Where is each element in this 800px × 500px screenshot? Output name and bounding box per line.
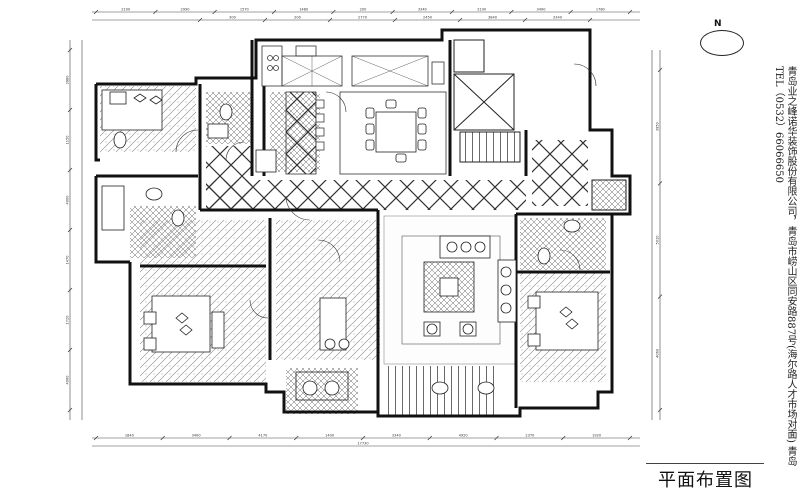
detail-lines bbox=[261, 45, 447, 175]
dim-bottom: 1840 bbox=[125, 434, 134, 438]
company-name: 青岛业之峰诺华装饰股份有限公司，青岛市崂山区同安路887号(海尔路人才市场对面) bbox=[785, 66, 796, 443]
dimension-labels: 2190 2990 1570 1480 200 3340 2190 3490 1780 300 20… bbox=[66, 8, 660, 446]
dim-right: 5010 bbox=[656, 236, 660, 245]
dimension-tick bbox=[509, 9, 514, 15]
title-block: 平面布置图 bbox=[646, 463, 764, 491]
dim-right: 4060 bbox=[656, 349, 660, 358]
dimension-tick bbox=[67, 287, 73, 293]
dimension-tick bbox=[457, 17, 463, 23]
dim-top-outer: 2190 bbox=[477, 8, 486, 12]
corridor-floor bbox=[206, 180, 526, 210]
dimension-tick bbox=[67, 47, 73, 53]
dimension-tick bbox=[93, 9, 99, 15]
dimension-tick bbox=[212, 9, 217, 15]
dimension-tick bbox=[587, 17, 593, 23]
dimension-tick bbox=[568, 9, 573, 15]
dimension-tick bbox=[227, 435, 232, 441]
city-name: 青岛 bbox=[785, 446, 796, 467]
dimension-tick bbox=[627, 435, 633, 441]
dim-top-outer: 2190 bbox=[121, 8, 130, 12]
dimension-tick bbox=[294, 435, 299, 441]
dimension-tick bbox=[271, 9, 277, 15]
dim-left: 3980 bbox=[66, 76, 70, 85]
dimension-tick bbox=[67, 107, 73, 113]
dining-table bbox=[365, 99, 427, 163]
dim-top-inner: 200 bbox=[294, 16, 301, 20]
dimension-tick bbox=[327, 17, 333, 23]
telephone: TEL（0532）66066650 bbox=[773, 66, 784, 183]
dim-left: 1720 bbox=[66, 316, 70, 325]
dim-left: 4060 bbox=[66, 376, 70, 385]
dimension-tick bbox=[494, 435, 499, 441]
dim-top-inner: 2450 bbox=[423, 16, 432, 20]
dimension-ticks bbox=[67, 9, 663, 441]
dim-top-inner: 3340 bbox=[553, 16, 562, 20]
dim-left: 1150 bbox=[66, 136, 70, 145]
dimension-tick bbox=[67, 407, 73, 413]
dimension-tick bbox=[657, 67, 663, 73]
dimension-tick bbox=[197, 17, 203, 23]
dimension-tick bbox=[67, 347, 73, 353]
dimension-tick bbox=[627, 9, 633, 15]
dim-top-outer: 1780 bbox=[596, 8, 605, 12]
dimension-tick bbox=[67, 227, 73, 233]
dim-top-outer: 1570 bbox=[240, 8, 249, 12]
dim-top-outer: 1480 bbox=[299, 8, 308, 12]
dim-top-outer: 2990 bbox=[181, 8, 190, 12]
dim-bottom: 4920 bbox=[459, 434, 468, 438]
bathroom-fixtures bbox=[101, 103, 581, 401]
dim-bottom: 1920 bbox=[592, 434, 601, 438]
dimension-tick bbox=[561, 435, 566, 441]
dimension-tick bbox=[67, 167, 73, 173]
walls bbox=[94, 28, 632, 418]
dim-bottom: 2370 bbox=[525, 434, 534, 438]
north-ellipse bbox=[700, 30, 744, 56]
dimension-tick bbox=[262, 17, 268, 23]
beds bbox=[101, 89, 599, 353]
dim-top-outer: 200 bbox=[360, 8, 367, 12]
dimension-tick bbox=[93, 435, 99, 441]
dim-right: 3950 bbox=[656, 122, 660, 131]
doors bbox=[175, 63, 597, 319]
dimension-tick bbox=[392, 17, 398, 23]
dim-left: 1470 bbox=[66, 256, 70, 265]
dimension-tick bbox=[449, 9, 455, 15]
dimension-tick bbox=[360, 435, 366, 441]
dim-bottom-total: 17730 bbox=[357, 442, 368, 446]
elevator-shafts bbox=[453, 39, 627, 211]
dim-top-outer: 3490 bbox=[537, 8, 546, 12]
dim-bottom: 1400 bbox=[325, 434, 334, 438]
kitchen-stools bbox=[315, 99, 325, 151]
north-arrow: N bbox=[700, 19, 744, 56]
drawing-title: 平面布置图 bbox=[658, 470, 753, 491]
north-label: N bbox=[714, 19, 722, 29]
dimension-tick bbox=[522, 17, 528, 23]
dimension-tick bbox=[657, 407, 663, 413]
dimension-tick bbox=[390, 9, 395, 15]
dimension-tick bbox=[427, 435, 432, 441]
dim-top-outer: 3340 bbox=[418, 8, 427, 12]
entry-floor bbox=[532, 140, 588, 206]
floor-fills bbox=[100, 86, 606, 416]
dimension-tick bbox=[657, 181, 663, 186]
dim-bottom: 3340 bbox=[392, 434, 401, 438]
dimension-tick bbox=[160, 435, 165, 441]
dim-bottom: 3400 bbox=[192, 434, 201, 438]
dimension-tick bbox=[331, 9, 336, 15]
dim-top-inner: 3840 bbox=[488, 16, 497, 20]
living-room-furniture bbox=[401, 235, 517, 345]
dim-bottom: 4170 bbox=[258, 434, 267, 438]
dim-top-inner: 300 bbox=[229, 16, 236, 20]
dim-top-inner: 2770 bbox=[358, 16, 367, 20]
dimension-tick bbox=[153, 9, 158, 15]
company-info: 青岛业之峰诺华装饰股份有限公司，青岛市崂山区同安路887号(海尔路人才市场对面)… bbox=[773, 66, 796, 486]
bathroom-3-floor bbox=[520, 218, 606, 270]
dim-left: 4000 bbox=[66, 196, 70, 205]
dimension-tick bbox=[657, 294, 663, 299]
